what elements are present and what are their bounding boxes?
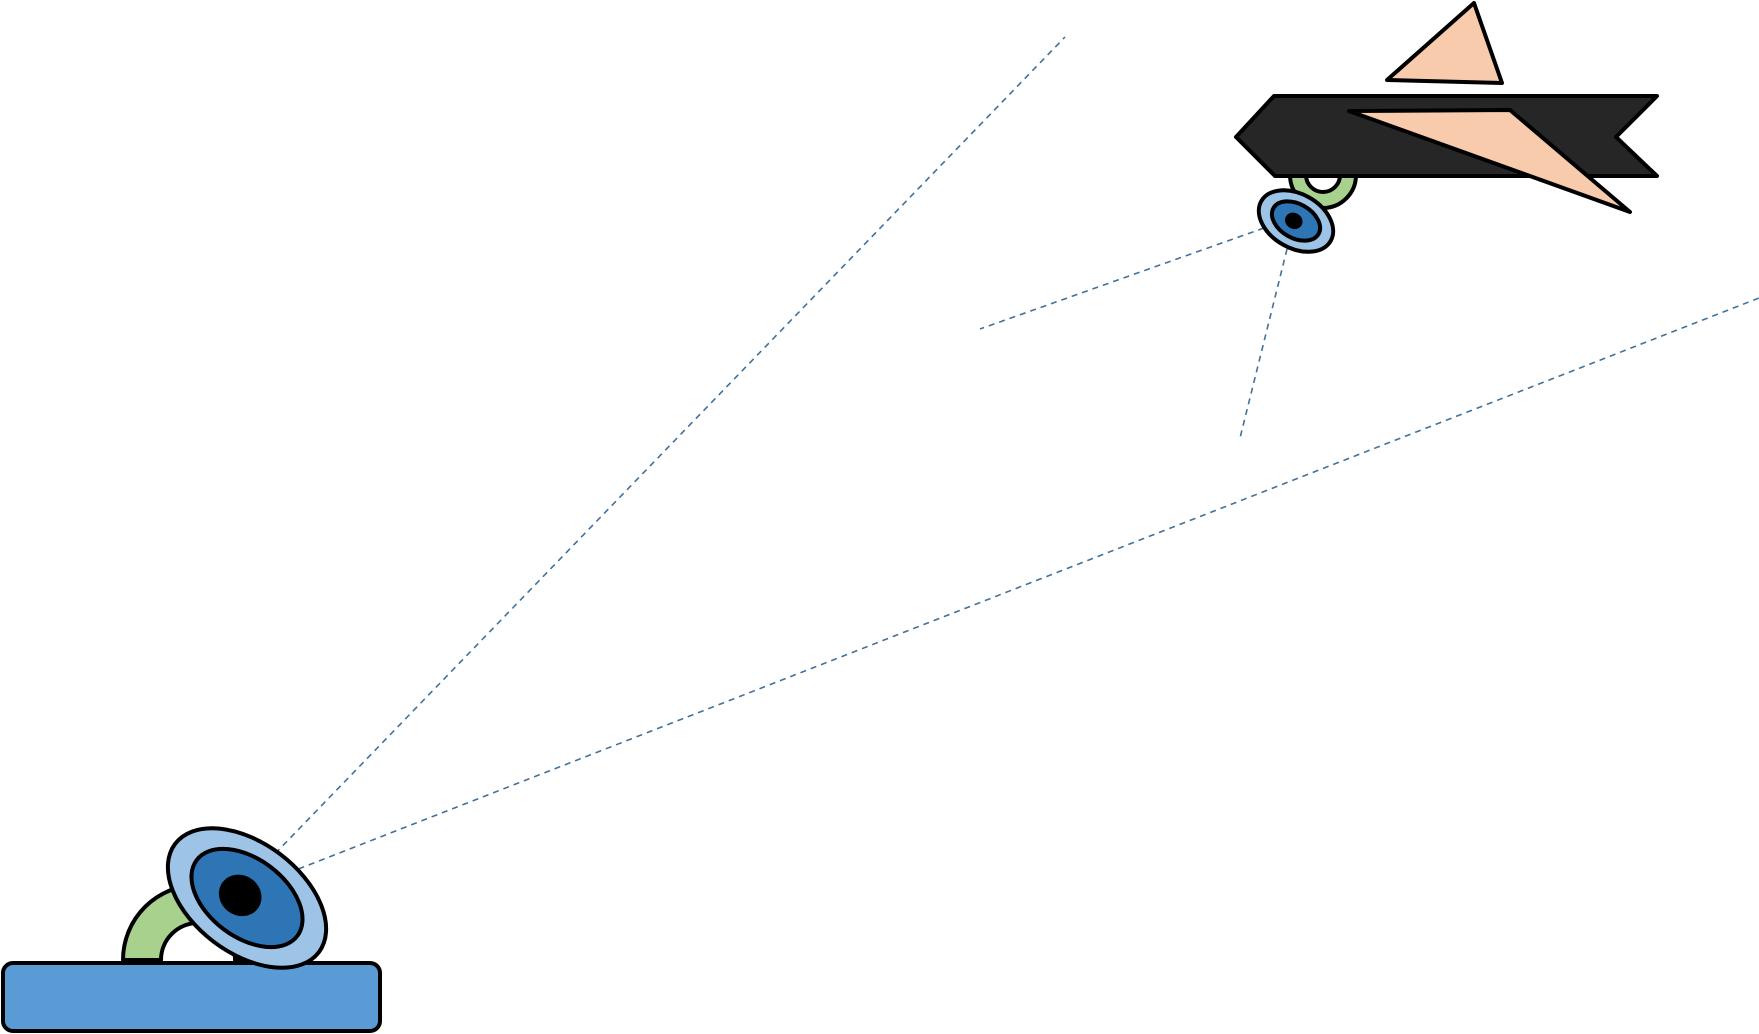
- aircraft-tail-fin: [1385, 1, 1504, 85]
- aircraft-beam: [979, 216, 1296, 439]
- aircraft-antenna-dish: [1256, 188, 1336, 254]
- aircraft-beam-down-line: [1239, 216, 1296, 439]
- aircraft-wing: [1347, 108, 1632, 214]
- ground-beam-lower-line: [236, 297, 1759, 894]
- aircraft-icon: [1234, 1, 1659, 254]
- ground-station-base: [1, 961, 382, 1033]
- ground-beam: [236, 36, 1759, 894]
- radar-dish-icon: [165, 826, 329, 970]
- ground-beam-upper-line: [236, 36, 1066, 894]
- aircraft-beam-left-line: [979, 216, 1296, 330]
- ground-station: [1, 826, 382, 1033]
